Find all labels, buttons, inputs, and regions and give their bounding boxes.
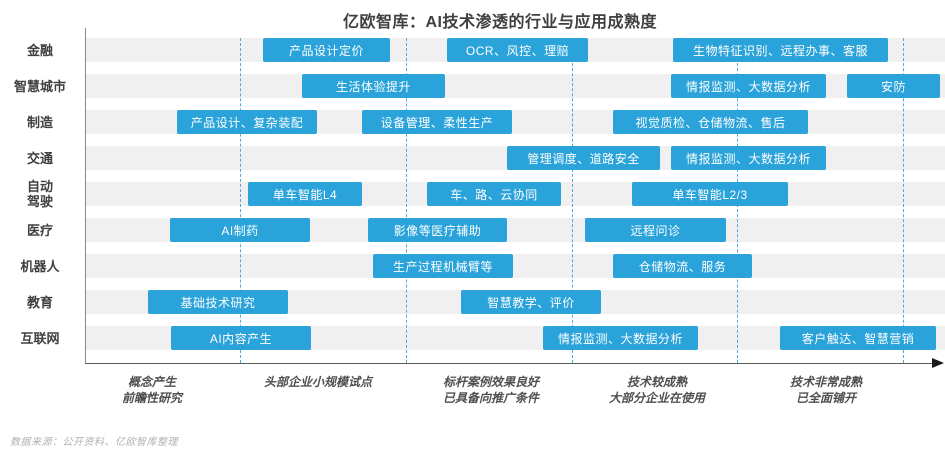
x-axis-arrow-icon: [932, 358, 944, 368]
chart-box: 情报监测、大数据分析: [543, 326, 698, 350]
chart-box: 仓储物流、服务: [613, 254, 752, 278]
chart-box: 单车智能L2/3: [632, 182, 788, 206]
stage-divider-line: [572, 38, 573, 363]
chart-box: 生物特征识别、远程办事、客服: [673, 38, 888, 62]
chart-box: 产品设计、复杂装配: [177, 110, 317, 134]
row-label-7: 机器人: [20, 258, 60, 274]
stage-label-1: 概念产生 前瞻性研究: [121, 375, 182, 405]
chart-box: 客户触达、智慧营销: [780, 326, 936, 350]
row-label-5: 自动 驾驶: [26, 179, 53, 209]
chart-box: 车、路、云协同: [427, 182, 561, 206]
chart-box: 智慧教学、评价: [461, 290, 601, 314]
chart-box: 单车智能L4: [248, 182, 362, 206]
page-title: 亿欧智库：AI技术渗透的行业与应用成熟度: [342, 14, 657, 31]
row-label-4: 交通: [26, 150, 53, 166]
source-note: 数据来源：公开资料、亿欧智库整理: [10, 437, 178, 448]
chart-box: 影像等医疗辅助: [368, 218, 507, 242]
chart-box: 管理调度、道路安全: [507, 146, 660, 170]
stage-divider-line: [240, 38, 241, 363]
row-stripe: [86, 254, 945, 278]
chart-box: 情报监测、大数据分析: [671, 146, 826, 170]
stage-divider-line: [406, 38, 407, 363]
chart-box: 生活体验提升: [302, 74, 445, 98]
row-label-1: 金融: [26, 42, 53, 58]
row-label-9: 互联网: [20, 330, 60, 346]
stage-label-4: 技术较成熟 大部分企业在使用: [608, 375, 705, 405]
row-label-3: 制造: [26, 114, 53, 130]
chart-box: 视觉质检、仓储物流、售后: [613, 110, 808, 134]
stage-label-5: 技术非常成熟 已全面铺开: [789, 375, 862, 405]
chart-box: 产品设计定价: [263, 38, 390, 62]
y-axis-line: [85, 28, 86, 364]
chart-box: 安防: [847, 74, 940, 98]
stage-divider-line: [903, 38, 904, 363]
chart-box: 生产过程机械臂等: [373, 254, 513, 278]
chart-box: 基础技术研究: [148, 290, 288, 314]
x-axis-line: [85, 363, 936, 364]
chart-box: AI内容产生: [171, 326, 311, 350]
chart-box: OCR、风控、理赔: [447, 38, 588, 62]
chart-box: 设备管理、柔性生产: [362, 110, 512, 134]
row-label-6: 医疗: [26, 222, 53, 238]
chart-box: 情报监测、大数据分析: [671, 74, 826, 98]
stage-label-3: 标杆案例效果良好 已具备向推广条件: [442, 375, 539, 405]
row-label-8: 教育: [26, 294, 53, 310]
chart-box: AI制药: [170, 218, 310, 242]
row-label-2: 智慧城市: [13, 78, 66, 94]
stage-label-2: 头部企业小规模试点: [263, 375, 372, 389]
chart-box: 远程问诊: [585, 218, 726, 242]
